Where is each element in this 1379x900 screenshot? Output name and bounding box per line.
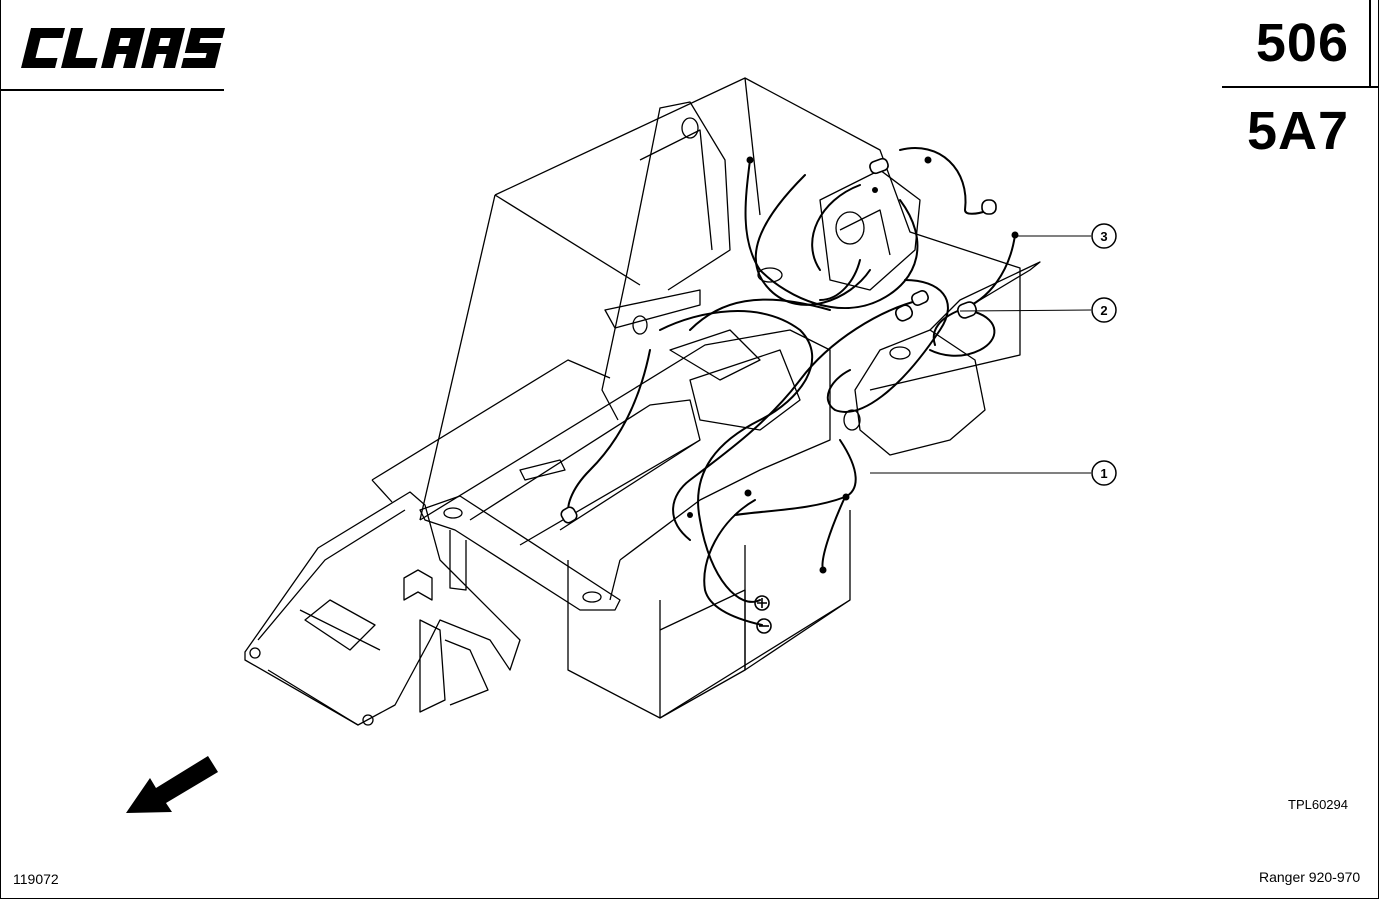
callout-3: 3 — [1091, 223, 1117, 249]
header-divider — [1369, 0, 1371, 88]
callout-1-label: 1 — [1100, 466, 1107, 481]
section-code: 5A7 — [1246, 101, 1349, 161]
diagram-reference: TPL60294 — [1288, 797, 1348, 812]
callout-2: 2 — [1091, 297, 1117, 323]
callout-3-label: 3 — [1100, 229, 1107, 244]
arrow-down-left-icon — [126, 756, 218, 813]
header-rule — [1222, 86, 1379, 88]
model-name: Ranger 920-970 — [1259, 869, 1361, 885]
claas-logo — [21, 28, 226, 68]
page-number: 506 — [1255, 13, 1349, 73]
callout-1: 1 — [1091, 460, 1117, 486]
callout-2-label: 2 — [1100, 303, 1107, 318]
document-number: 119072 — [13, 871, 59, 887]
logo-rule — [0, 89, 224, 91]
